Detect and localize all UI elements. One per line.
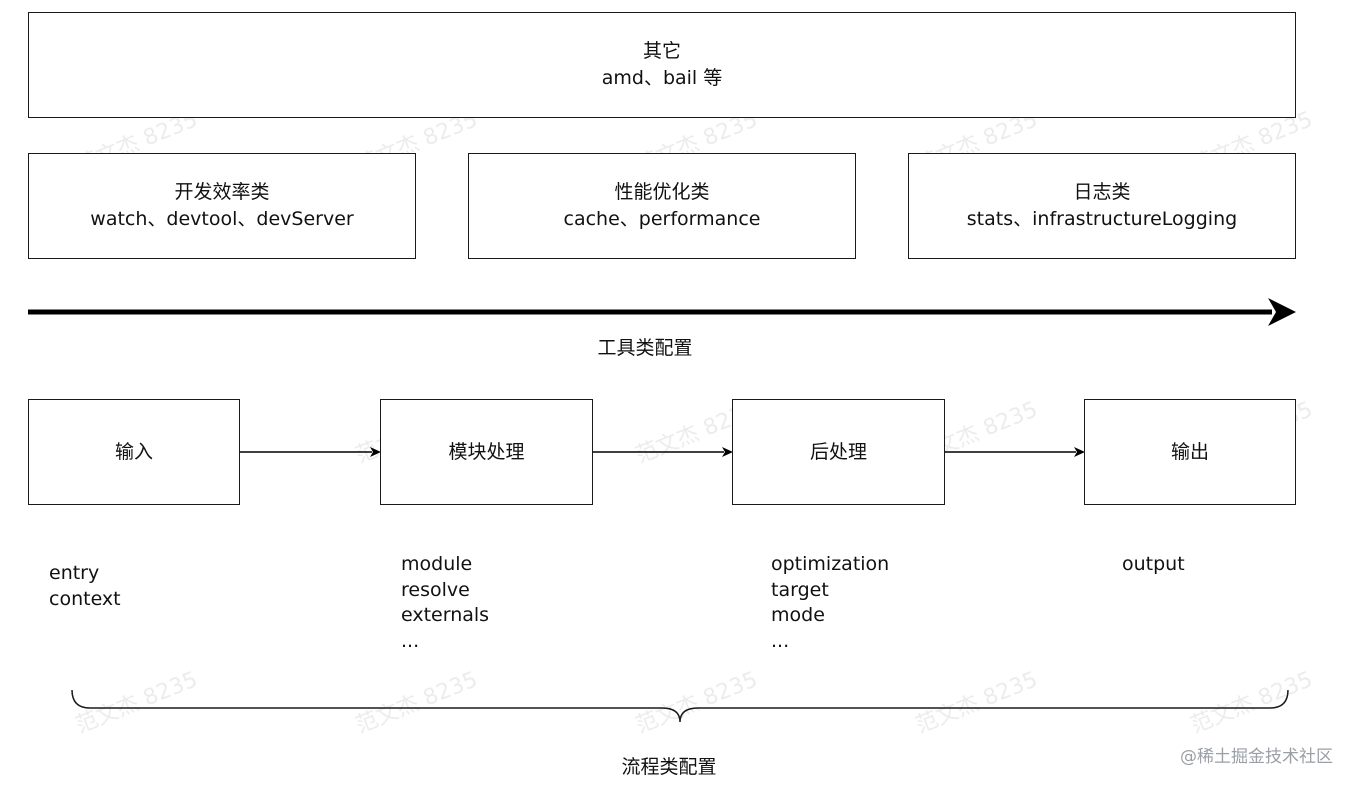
input-option-entry: entry — [49, 562, 100, 584]
output-options-list: output — [1122, 552, 1185, 578]
module-processing-options-list: module resolve externals ... — [401, 552, 489, 654]
performance-box: 性能优化类 cache、performance — [468, 153, 856, 259]
logging-box: 日志类 stats、infrastructureLogging — [908, 153, 1296, 259]
flow-step-module-processing: 模块处理 — [380, 399, 593, 505]
post-option-target: target — [771, 578, 829, 601]
module-option-module: module — [401, 553, 473, 575]
logging-subtitle: stats、infrastructureLogging — [966, 208, 1238, 230]
module-option-more: ... — [401, 629, 420, 652]
post-processing-options-list: optimization target mode ... — [771, 552, 889, 654]
flow-step-output-label: 输出 — [1170, 440, 1209, 463]
flow-arrowhead-2 — [722, 447, 733, 457]
source-watermark: @稀土掘金技术社区 — [1180, 747, 1333, 767]
flow-step-input-label: 输入 — [114, 440, 153, 463]
performance-subtitle: cache、performance — [563, 208, 761, 230]
flow-step-output: 输出 — [1084, 399, 1296, 505]
input-options-list: entry context — [49, 561, 121, 612]
flow-brace — [71, 689, 1289, 723]
post-option-mode: mode — [771, 604, 825, 626]
flow-step-input: 输入 — [28, 399, 240, 505]
flow-arrowhead-1 — [370, 447, 381, 457]
other-config-title: 其它 — [642, 40, 681, 62]
flow-step-module-processing-label: 模块处理 — [448, 440, 525, 463]
flow-arrowhead-3 — [1074, 447, 1085, 457]
input-option-context: context — [49, 587, 121, 610]
other-config-subtitle: amd、bail 等 — [601, 67, 723, 89]
flow-step-post-processing: 后处理 — [732, 399, 945, 505]
output-option-output: output — [1122, 553, 1185, 575]
module-option-externals: externals — [401, 604, 490, 626]
logging-title: 日志类 — [1073, 181, 1131, 203]
flow-step-post-processing-label: 后处理 — [809, 440, 867, 463]
post-option-more: ... — [771, 629, 790, 652]
dev-efficiency-title: 开发效率类 — [174, 181, 270, 203]
performance-title: 性能优化类 — [614, 181, 710, 203]
flow-brace-label: 流程类配置 — [621, 756, 717, 778]
tool-axis-arrowhead — [1268, 298, 1296, 326]
module-option-resolve: resolve — [401, 578, 470, 601]
tool-axis-label: 工具类配置 — [597, 337, 693, 359]
other-config-box: 其它 amd、bail 等 — [28, 12, 1296, 118]
dev-efficiency-subtitle: watch、devtool、devServer — [90, 208, 354, 230]
dev-efficiency-box: 开发效率类 watch、devtool、devServer — [28, 153, 416, 259]
post-option-optimization: optimization — [771, 553, 890, 575]
